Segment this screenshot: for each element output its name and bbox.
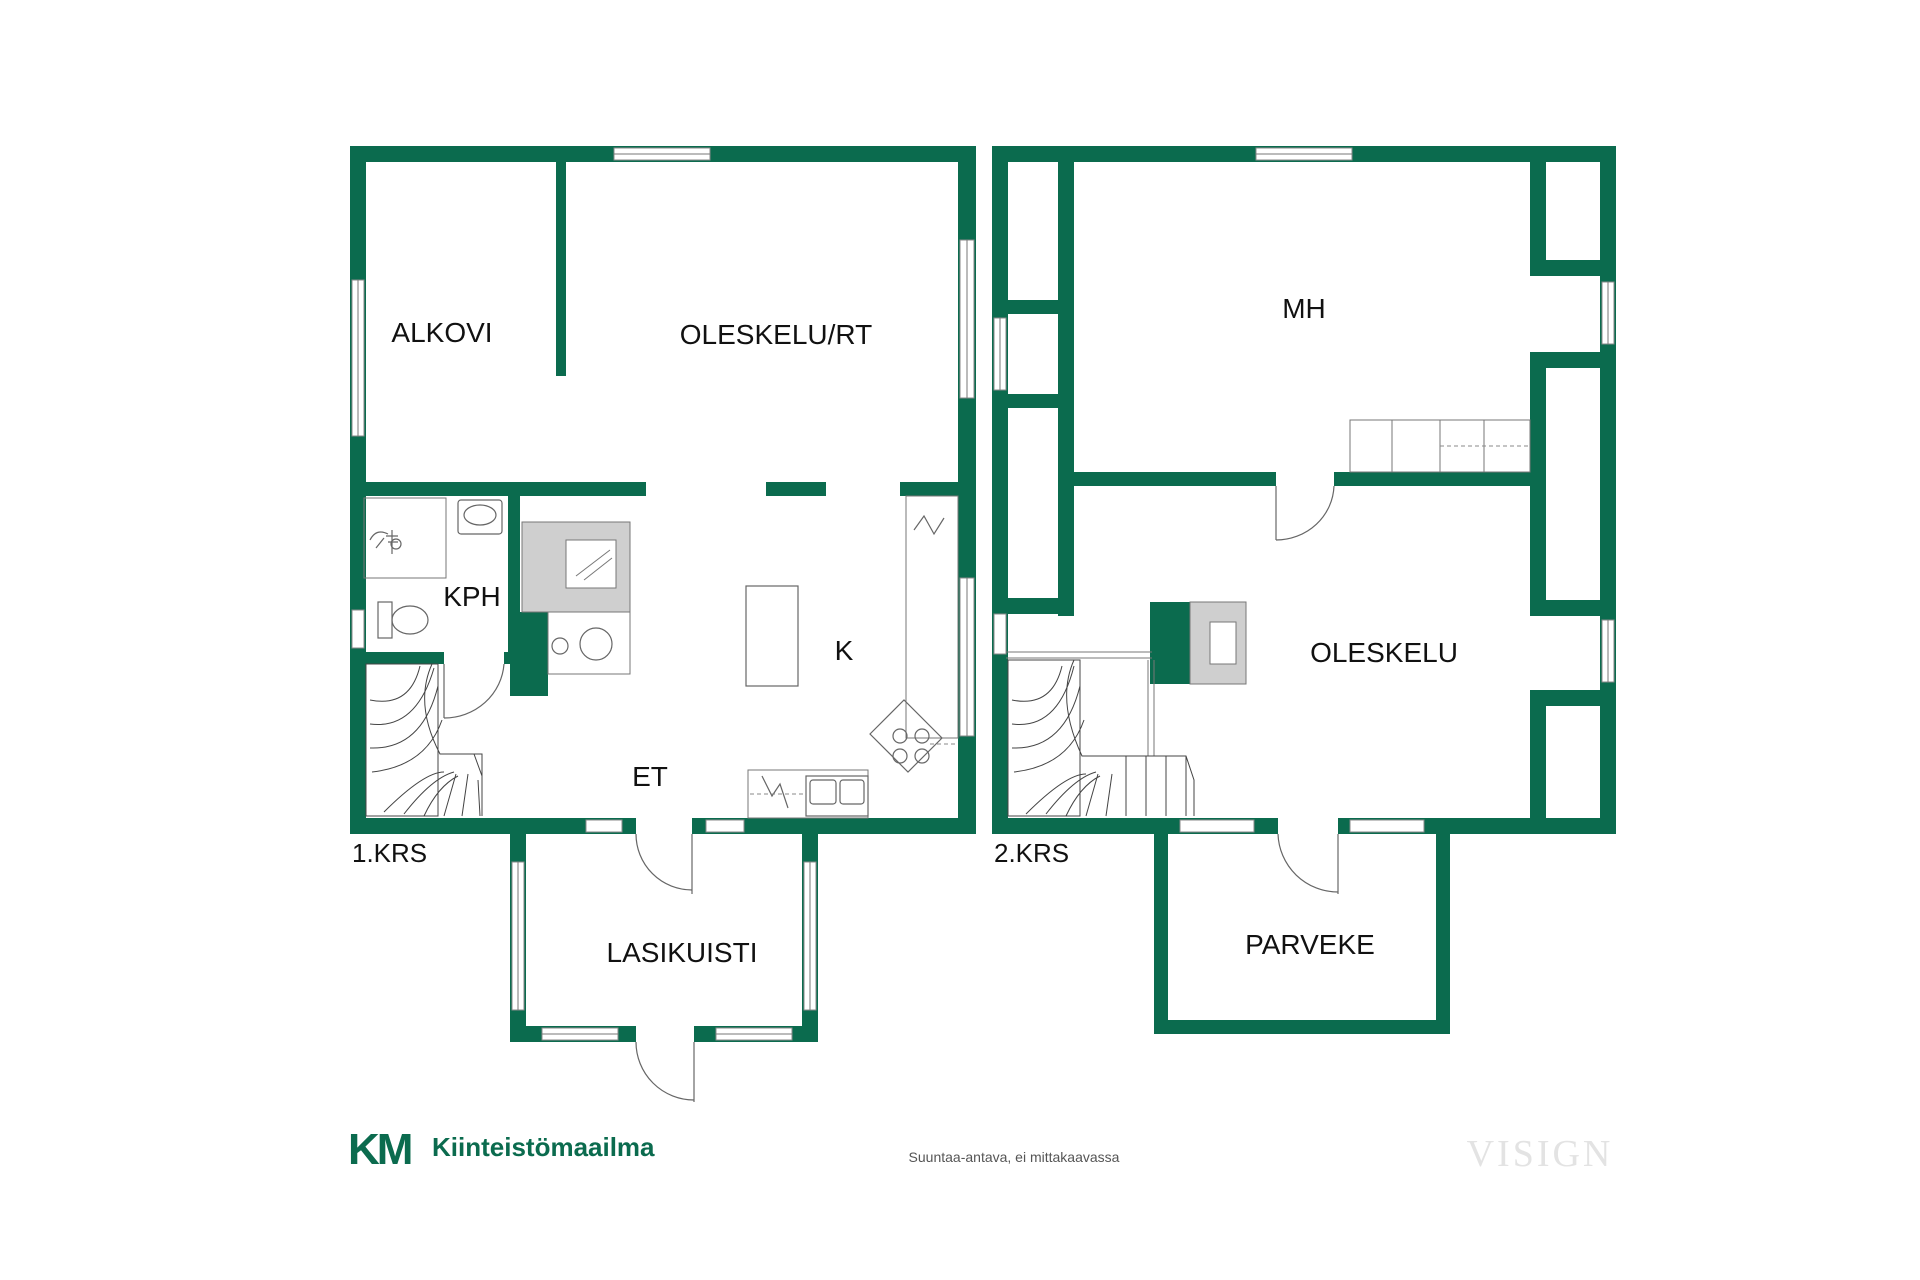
staircase	[365, 663, 483, 817]
wall	[1530, 690, 1610, 706]
wall	[510, 612, 548, 696]
wall	[1334, 472, 1538, 486]
sink	[457, 499, 503, 535]
kitchen-counter	[905, 495, 959, 739]
wall	[556, 160, 566, 376]
floor-2	[992, 146, 1616, 1034]
window	[585, 819, 623, 833]
footer: KM Kiinteistömaailma Suuntaa-antava, ei …	[348, 1125, 1614, 1175]
room-label-alkovi: ALKOVI	[391, 317, 492, 348]
wall	[1066, 472, 1276, 486]
toilet	[377, 601, 393, 639]
window	[993, 613, 1007, 655]
wall	[1530, 260, 1610, 276]
window	[351, 609, 365, 649]
wall	[362, 482, 646, 496]
room-label-et: ET	[632, 761, 668, 792]
watermark: VISIGN	[1467, 1133, 1614, 1175]
wall	[766, 482, 826, 496]
room-labels: ALKOVI OLESKELU/RT KPH K ET LASIKUISTI M…	[352, 293, 1458, 968]
window	[705, 819, 745, 833]
room-label-k: K	[835, 635, 854, 666]
floor-1	[350, 146, 976, 1102]
room-label-mh: MH	[1282, 293, 1326, 324]
room-label-parveke: PARVEKE	[1245, 929, 1375, 960]
wall	[1058, 474, 1074, 614]
chimney	[1150, 602, 1190, 684]
wall	[1600, 146, 1616, 834]
room-label-oleskelu: OLESKELU	[1310, 637, 1458, 668]
shower-area	[363, 497, 447, 579]
wall	[1006, 598, 1074, 614]
wall	[1436, 834, 1450, 1034]
window	[1179, 819, 1255, 833]
wall	[1530, 600, 1610, 616]
floor-label-1: 1.KRS	[352, 838, 427, 868]
wall	[1006, 394, 1066, 408]
wall	[1530, 352, 1610, 368]
wall	[1006, 300, 1066, 314]
brand-mark: KM	[348, 1125, 411, 1174]
wall	[1530, 690, 1546, 824]
staircase	[1007, 659, 1195, 817]
wall	[1154, 834, 1168, 1034]
room-label-oleskelu-rt: OLESKELU/RT	[680, 319, 872, 350]
floor-label-2: 2.KRS	[994, 838, 1069, 868]
kitchen-island	[745, 585, 799, 687]
wall	[992, 146, 1008, 834]
wall	[1530, 160, 1546, 276]
sink	[805, 775, 869, 817]
brand-logo: KM Kiinteistömaailma	[348, 1125, 655, 1174]
room-label-kph: KPH	[443, 581, 501, 612]
wall	[900, 482, 962, 496]
scale-note: Suuntaa-antava, ei mittakaavassa	[909, 1149, 1120, 1165]
room-label-lasikuisti: LASIKUISTI	[607, 937, 758, 968]
brand-name: Kiinteistömaailma	[432, 1132, 655, 1162]
window	[1349, 819, 1425, 833]
wall	[1154, 1020, 1450, 1034]
